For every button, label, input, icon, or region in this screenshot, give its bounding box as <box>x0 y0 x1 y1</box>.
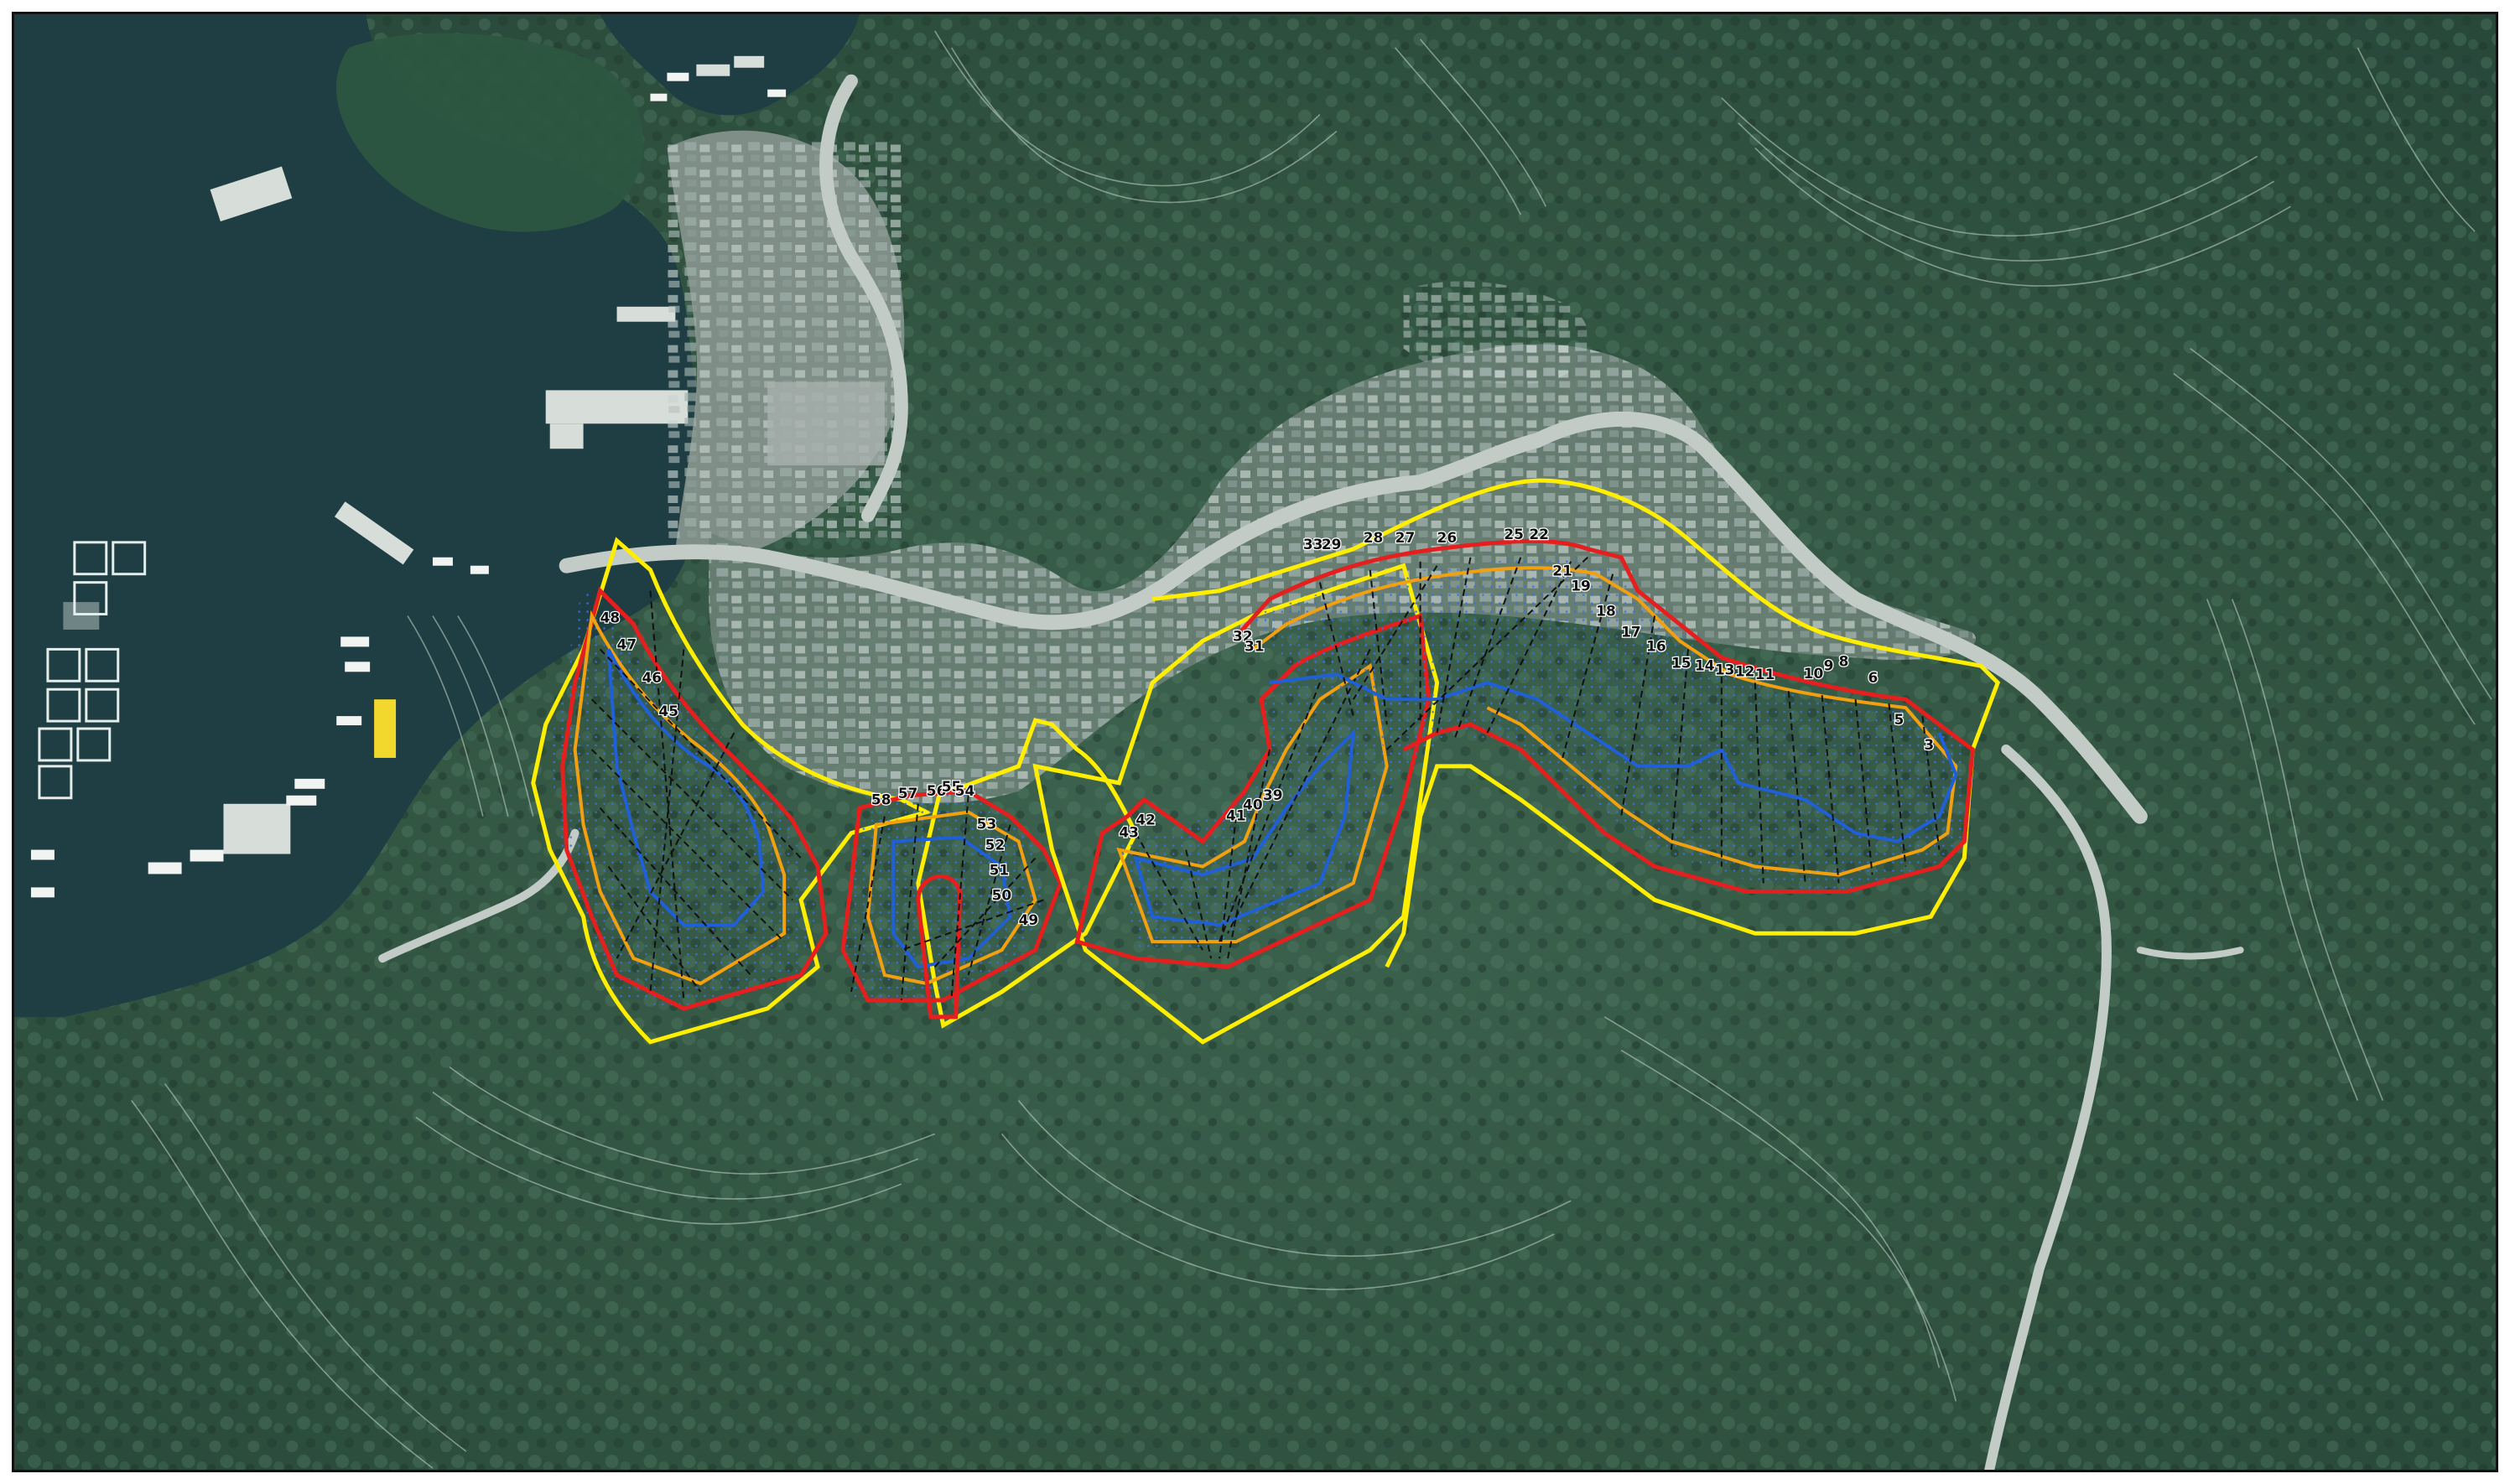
section-label: 55 <box>942 778 962 795</box>
zone-a-outer-boundary[interactable] <box>531 537 933 1045</box>
section-label: 58 <box>871 791 891 808</box>
contour-lines <box>131 30 2492 1469</box>
section-label: 27 <box>1395 529 1416 546</box>
section-label: 32 <box>1233 627 1253 644</box>
zone-a-primary-boundary[interactable] <box>560 586 829 1011</box>
section-label: 57 <box>898 785 918 802</box>
zone-c-inner-boundary[interactable] <box>1133 728 1356 927</box>
zone-a[interactable] <box>531 537 933 1045</box>
section-label: 33 <box>1303 536 1323 553</box>
section-label: 21 <box>1552 563 1572 579</box>
section-label: 54 <box>955 782 975 799</box>
section-label: 40 <box>1243 796 1263 813</box>
section-label: 41 <box>1226 807 1246 824</box>
section-label: 5 <box>1894 711 1904 728</box>
zone-b-inner-boundary[interactable] <box>891 835 1012 969</box>
harbor-piers <box>210 55 765 854</box>
section-label: 16 <box>1646 637 1666 654</box>
peninsula-forest <box>336 33 644 232</box>
harbor-buildings <box>667 139 902 541</box>
parking-lot <box>767 381 885 466</box>
zone-d-inner-boundary[interactable] <box>1269 672 1958 843</box>
section-label: 18 <box>1596 603 1616 620</box>
section-label: 53 <box>977 816 997 833</box>
zone-b-section-lines <box>850 795 1044 1001</box>
zone-d-secondary-boundary[interactable] <box>1251 566 1958 877</box>
section-label: 51 <box>990 861 1010 878</box>
section-label: 8 <box>1839 652 1849 669</box>
section-label: 6 <box>1868 669 1879 686</box>
section-label: 22 <box>1529 526 1549 542</box>
hill-village <box>1403 281 1589 385</box>
boats <box>30 72 787 898</box>
zone-d[interactable] <box>1151 478 2001 968</box>
section-label: 26 <box>1437 529 1458 546</box>
section-label: 45 <box>658 703 678 719</box>
zone-a-inner-boundary[interactable] <box>606 648 766 927</box>
section-label: 10 <box>1804 665 1824 682</box>
zone-a-section-lines <box>590 590 802 1001</box>
zone-a-grid-points <box>549 582 818 1009</box>
section-label: 52 <box>985 837 1006 854</box>
section-label: 49 <box>1019 911 1039 928</box>
section-label: 19 <box>1571 578 1591 594</box>
section-label: 14 <box>1695 656 1715 673</box>
section-label: 9 <box>1824 656 1834 673</box>
section-label: 17 <box>1621 623 1641 640</box>
zone-b-secondary-boundary[interactable] <box>865 810 1037 986</box>
zone-d-grid-points <box>1253 559 1965 892</box>
zone-a-secondary-boundary[interactable] <box>573 610 787 986</box>
section-label: 39 <box>1263 786 1283 803</box>
section-label: 48 <box>600 610 621 626</box>
section-label: 31 <box>1245 637 1265 654</box>
zone-c[interactable] <box>1032 563 1440 1045</box>
zone-d-primary-boundary[interactable] <box>1234 538 1975 894</box>
zone-c-section-lines <box>1135 648 1371 959</box>
zone-d-section-lines <box>1318 557 1941 884</box>
section-label: 50 <box>992 886 1012 903</box>
zone-d-outer-boundary[interactable] <box>1151 478 2001 968</box>
roads <box>378 74 2244 1470</box>
section-label: 47 <box>617 636 637 652</box>
section-label: 12 <box>1735 662 1755 679</box>
zone-b-primary-boundary[interactable] <box>840 789 1063 1003</box>
section-label: 46 <box>642 669 662 686</box>
section-label: 43 <box>1119 824 1139 841</box>
fish-farm-nets <box>38 541 147 800</box>
zone-b-outer-boundary[interactable] <box>916 718 1139 1029</box>
section-label: 11 <box>1755 666 1775 682</box>
section-label: 3 <box>1924 736 1934 753</box>
section-label: 29 <box>1322 536 1342 553</box>
section-label: 25 <box>1504 526 1524 542</box>
section-label: 28 <box>1364 529 1384 546</box>
section-label: 13 <box>1715 661 1735 677</box>
zone-b-keyhole <box>916 874 963 1020</box>
section-label: 42 <box>1135 812 1156 828</box>
section-label: 56 <box>927 782 947 799</box>
zone-b[interactable] <box>840 718 1139 1029</box>
section-label: 15 <box>1671 654 1692 671</box>
village-buildings <box>709 344 1977 804</box>
